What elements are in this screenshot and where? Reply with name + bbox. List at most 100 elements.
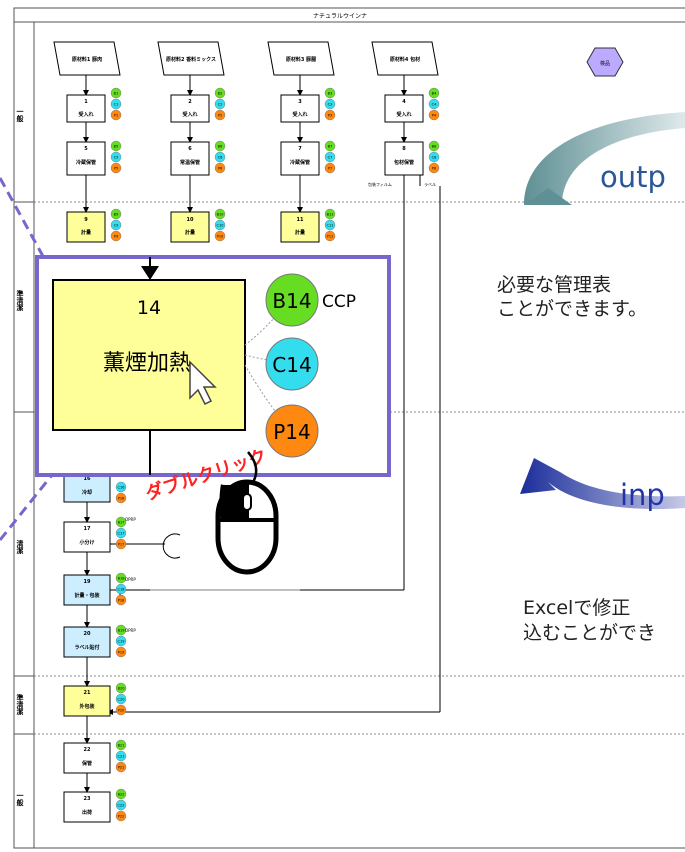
zoom-badge-p[interactable] [265,404,319,458]
badge-b[interactable] [110,140,122,152]
badge-c[interactable] [115,750,127,762]
badge-p[interactable] [214,162,226,174]
badge-p[interactable] [115,492,127,504]
badge-c[interactable] [115,799,127,811]
badge-b[interactable] [115,682,127,694]
badge-p-label: P8 [432,166,436,170]
badge-p[interactable] [110,109,122,121]
badge-p[interactable] [110,230,122,242]
badge-p-label: P3 [328,113,332,117]
badge-b[interactable] [110,87,122,99]
process-step[interactable]: 9計量 [66,211,106,243]
svg-text:受入れ: 受入れ [182,111,197,118]
svg-text:7: 7 [298,146,302,152]
badge-c[interactable] [214,219,226,231]
lane-label: 準清潔 [16,693,25,716]
badge-c[interactable] [115,481,127,493]
badge-p-label: P19 [118,650,125,654]
svg-text:計量: 計量 [185,229,195,236]
badge-c-label: C6 [218,155,223,159]
badge-c[interactable] [214,151,226,163]
svg-text:受入れ: 受入れ [78,111,93,118]
badge-b[interactable] [115,624,127,636]
svg-text:2: 2 [188,99,192,105]
badge-p[interactable] [115,810,127,822]
badge-c[interactable] [428,98,440,110]
zoom-badge-b[interactable] [265,273,319,327]
badge-b[interactable] [324,140,336,152]
badge-c[interactable] [428,151,440,163]
badge-p[interactable] [115,761,127,773]
badge-b[interactable] [115,516,127,528]
svg-text:17: 17 [84,526,91,532]
badge-c[interactable] [115,693,127,705]
badge-p[interactable] [428,162,440,174]
badge-b[interactable] [324,208,336,220]
badge-c[interactable] [110,151,122,163]
badge-b[interactable] [110,208,122,220]
badge-c[interactable] [324,98,336,110]
badge-c[interactable] [324,151,336,163]
badge-c[interactable] [110,219,122,231]
badge-b[interactable] [214,140,226,152]
badge-b[interactable] [115,572,127,584]
badge-b[interactable] [324,87,336,99]
svg-text:6: 6 [188,146,192,152]
badge-c[interactable] [115,527,127,539]
badge-p[interactable] [110,162,122,174]
svg-text:包材保管: 包材保管 [394,159,414,166]
badge-c[interactable] [110,98,122,110]
badge-p[interactable] [115,704,127,716]
badge-p[interactable] [324,162,336,174]
oprp-label: OPRP [125,517,136,522]
badge-p[interactable] [115,538,127,550]
zoom-badge-p-label: P14 [273,420,311,444]
badge-p-label: P21 [118,765,125,769]
badge-b[interactable] [214,87,226,99]
badge-c[interactable] [324,219,336,231]
badge-p[interactable] [214,230,226,242]
badge-p-label: P20 [118,708,125,712]
badge-p[interactable] [214,109,226,121]
zoom-badge-c-label: C14 [272,353,311,377]
badge-c-label: C16 [118,485,125,489]
input-arrow-icon [520,458,685,510]
badge-b[interactable] [428,87,440,99]
badge-p[interactable] [115,646,127,658]
badge-p[interactable] [428,109,440,121]
lane-label: 一般 [16,108,24,123]
output-arrow-icon [524,188,572,205]
badge-b[interactable] [115,788,127,800]
material-node [371,41,439,76]
badge-b[interactable] [115,739,127,751]
badge-c[interactable] [214,98,226,110]
badge-p[interactable] [324,109,336,121]
badge-c[interactable] [115,583,127,595]
badge-b[interactable] [214,208,226,220]
badge-p-label: P6 [218,166,222,170]
badge-b[interactable] [428,140,440,152]
badge-p[interactable] [324,230,336,242]
zoom-badge-c[interactable] [265,337,319,391]
badge-c[interactable] [115,635,127,647]
badge-p-label: P2 [218,113,222,117]
svg-text:受入れ: 受入れ [396,111,411,118]
badge-p-label: P5 [114,166,118,170]
process-step[interactable]: 2 受入れ [170,94,210,123]
badge-p[interactable] [115,594,127,606]
